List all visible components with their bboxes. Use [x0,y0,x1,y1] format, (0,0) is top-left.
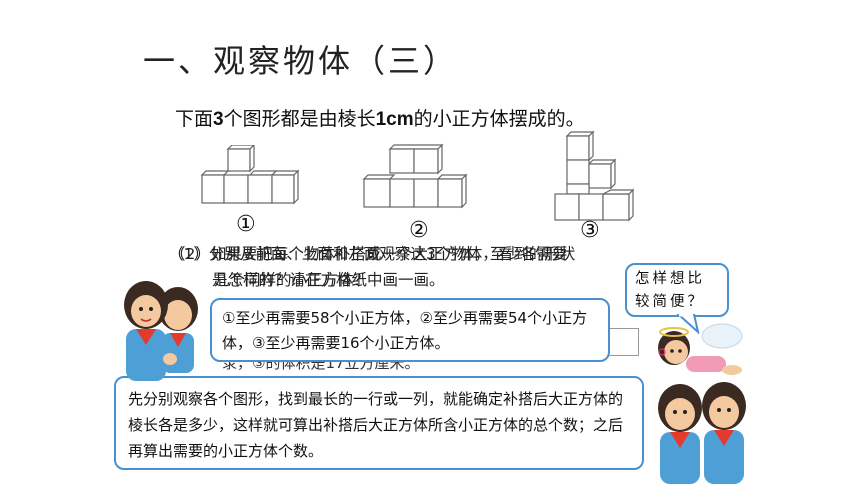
tip-speech-bubble: 先分别观察各个图形，找到最长的一行或一列，就能确定补搭后大正方体的棱长各是多少，… [114,376,644,470]
question-speech-bubble: 怎样想比较简便？ [625,263,729,317]
bubble-tail [676,314,700,334]
intro-before: 下面 [175,108,214,130]
cube-figure-3 [554,130,635,222]
fairy-character [658,323,743,375]
intro-unit: 1cm [375,109,414,130]
figure-label-3: ③ [580,218,600,243]
grid-paper-fragment [594,328,639,356]
cube-figure-1 [200,145,300,205]
children-illustration-left [124,281,198,381]
intro-text: 下面3个图形都是由棱长1cm的小正方体摆成的。 [175,104,585,131]
intro-middle: 个图形都是由棱长 [223,108,376,130]
intro-after: 的小正方体摆成的。 [413,108,585,130]
cube-figure-2 [362,143,468,209]
question-line: 几个同样的小正方体？ [214,271,370,289]
intro-num: 3 [213,109,224,130]
question-line: （1）分别从前面、上面和左面观察这3个物体，看到的形状 [168,245,576,263]
page-title: 一、观察物体（三） [143,42,459,80]
children-illustration-right [658,382,746,484]
answer-speech-bubble: ①至少再需要58个小正方体，②至少再需要54个小正方体，③至少再需要16个小正方… [210,298,610,362]
figure-label-2: ② [409,218,429,243]
question-line: 是怎样的？请在方格纸中画一画。 [212,271,445,289]
question-line: （2）如果要把每个物体补搭成一个大正方体，至少各需要 [170,245,568,263]
figure-label-1: ① [236,212,256,237]
